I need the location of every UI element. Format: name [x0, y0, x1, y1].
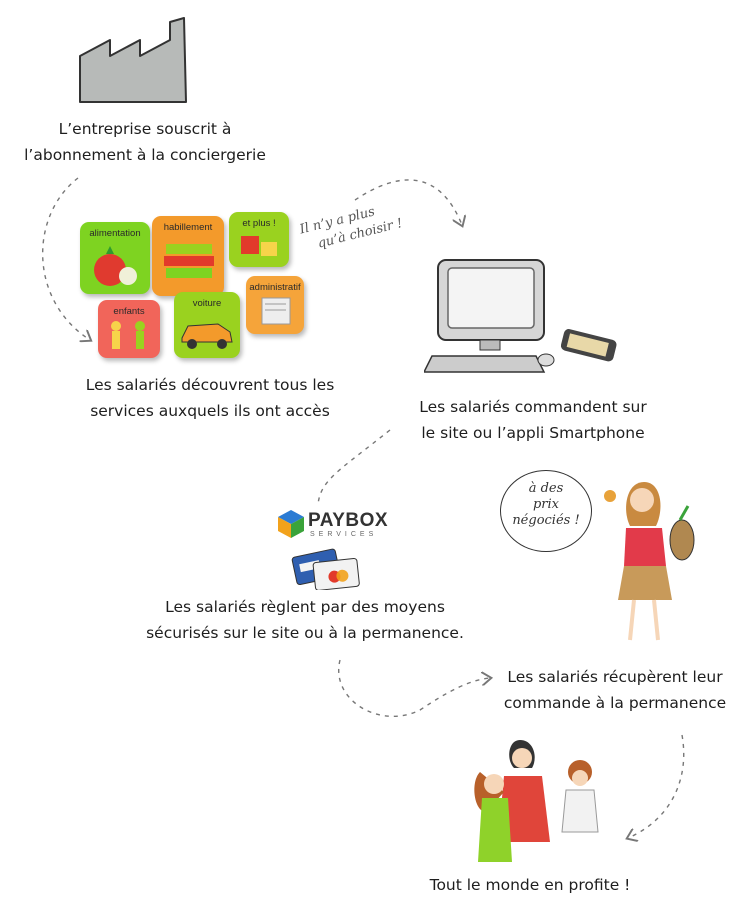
- payment-cards-icon: [291, 548, 360, 590]
- step-4-text: Les salariés règlent par des moyens sécu…: [140, 594, 470, 646]
- tile-voiture: voiture: [174, 292, 240, 358]
- arrow-1-to-2: [41, 177, 90, 340]
- tile-administratif: administratif: [246, 276, 304, 334]
- step-3-number: 3: [379, 335, 421, 403]
- arrow-3-to-4: [317, 429, 391, 506]
- step-4-line-2: sécurisés sur le site ou à la permanence…: [146, 624, 464, 642]
- computer-icon: [424, 259, 617, 373]
- paybox-sub: SERVICES: [310, 531, 378, 538]
- papers-icon: [261, 297, 291, 325]
- clothes-icon: [164, 244, 214, 278]
- tile-enfants-label: enfants: [113, 306, 145, 317]
- step-2-text: Les salariés découvrent tous les service…: [70, 372, 350, 424]
- gifts-icon: [241, 236, 277, 256]
- tile-enfants: enfants: [98, 300, 160, 358]
- step-5-number: 5: [541, 589, 583, 657]
- step-4-number: 4: [197, 523, 239, 591]
- step-2-line-1: Les salariés découvrent tous les: [85, 376, 335, 394]
- step-1-text: L’entreprise souscrit à l’abonnement à l…: [0, 116, 290, 168]
- tile-et-plus-label: et plus !: [242, 218, 276, 229]
- woman-shopper-illustration: [604, 482, 695, 641]
- tile-alimentation-label: alimentation: [89, 228, 141, 239]
- tile-voiture-label: voiture: [192, 298, 222, 309]
- step-1-line-2: l’abonnement à la conciergerie: [24, 146, 266, 164]
- bubble-line-1: à des: [528, 481, 564, 496]
- step-6-text: Tout le monde en profite !: [400, 872, 660, 898]
- factory-icon: [79, 17, 187, 103]
- step-3-text: Les salariés commandent sur le site ou l…: [398, 394, 668, 446]
- step-1-number: 1: [25, 37, 67, 105]
- tile-alimentation: alimentation: [80, 222, 150, 294]
- tile-et-plus: et plus !: [229, 212, 289, 267]
- car-icon: [181, 323, 233, 349]
- vegetables-icon: [94, 246, 137, 286]
- children-icon: [111, 321, 145, 349]
- step-3-line-2: le site ou l’appli Smartphone: [421, 424, 645, 442]
- step-6-number: 6: [405, 807, 447, 875]
- arrow-5-to-6: [628, 734, 685, 838]
- paybox-brand: PAYBOX: [308, 510, 389, 531]
- step-2-line-2: services auxquels ils ont accès: [90, 402, 330, 420]
- step-6-line-1: Tout le monde en profite !: [429, 876, 631, 894]
- bubble-line-3: négociés !: [512, 513, 580, 528]
- tile-habillement-label: habillement: [163, 222, 213, 233]
- bubble-line-2: prix: [532, 497, 560, 512]
- happy-people-illustration: [474, 740, 599, 862]
- speech-bubble: à des prix négociés !: [500, 470, 592, 552]
- arrow-2-to-3: [354, 179, 462, 225]
- tile-administratif-label: administratif: [249, 282, 301, 293]
- paybox-logo-icon: [278, 510, 304, 538]
- step-5-line-1: Les salariés récupèrent leur: [507, 668, 723, 686]
- step-5-text: Les salariés récupèrent leur commande à …: [490, 664, 740, 716]
- step-3-line-1: Les salariés commandent sur: [419, 398, 647, 416]
- arrow-4-to-5: [338, 659, 490, 718]
- step-4-line-1: Les salariés règlent par des moyens: [165, 598, 445, 616]
- tile-habillement: habillement: [152, 216, 224, 296]
- step-1-line-1: L’entreprise souscrit à: [58, 120, 232, 138]
- step-5-line-2: commande à la permanence: [503, 694, 727, 712]
- step-2-number: 2: [29, 363, 71, 431]
